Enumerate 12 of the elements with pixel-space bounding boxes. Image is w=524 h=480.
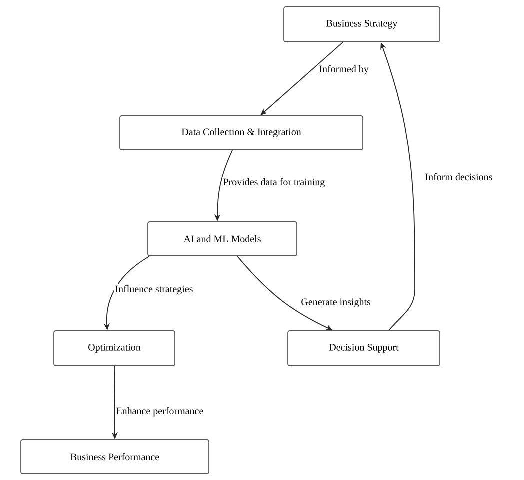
edge-label: Influence strategies — [114, 284, 194, 296]
process-box: Data Collection & Integration — [120, 116, 364, 150]
edge-label: Informed by — [318, 64, 370, 76]
process-box: Decision Support — [288, 330, 440, 366]
process-box: Business Strategy — [284, 6, 440, 42]
edge-label: Inform decisions — [424, 172, 494, 182]
process-box: AI and ML Models — [148, 222, 298, 256]
edge-label: Generate insights — [300, 297, 372, 309]
edge-label: Provides data for training — [222, 177, 326, 189]
process-box: Optimization — [54, 330, 176, 366]
process-box: Business Performance — [20, 440, 210, 474]
edge-label: Enhance performance — [115, 406, 205, 418]
